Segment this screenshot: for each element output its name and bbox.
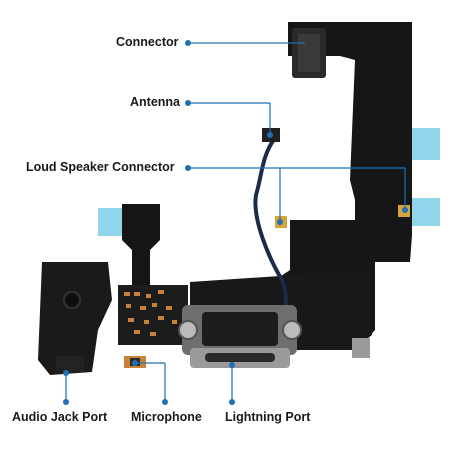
label-microphone: Microphone: [131, 410, 202, 424]
smd-components: [124, 290, 177, 336]
top-connector-inner: [298, 34, 320, 72]
metal-tab: [352, 338, 370, 358]
pointer-lines: [65, 42, 406, 402]
label-loud-speaker-connector: Loud Speaker Connector: [26, 160, 175, 174]
lightning-port-slot: [205, 353, 275, 362]
audio-jack-screw-hole: [63, 291, 81, 309]
label-antenna: Antenna: [130, 95, 180, 109]
flex-cable-left-arm: [122, 204, 160, 300]
audio-jack-housing: [38, 262, 112, 375]
lightning-screw-right: [282, 320, 302, 340]
pointer-dots: [63, 40, 408, 405]
lightning-screw-left: [178, 320, 198, 340]
audio-jack-opening: [56, 356, 84, 372]
stiffener-right-bottom: [410, 198, 440, 226]
stiffener-right-top: [412, 128, 440, 160]
label-connector: Connector: [116, 35, 179, 49]
label-lightning-port: Lightning Port: [225, 410, 311, 424]
label-audio-jack-port: Audio Jack Port: [12, 410, 108, 424]
flex-cable-body: [195, 22, 412, 350]
lightning-port-housing: [202, 312, 278, 346]
